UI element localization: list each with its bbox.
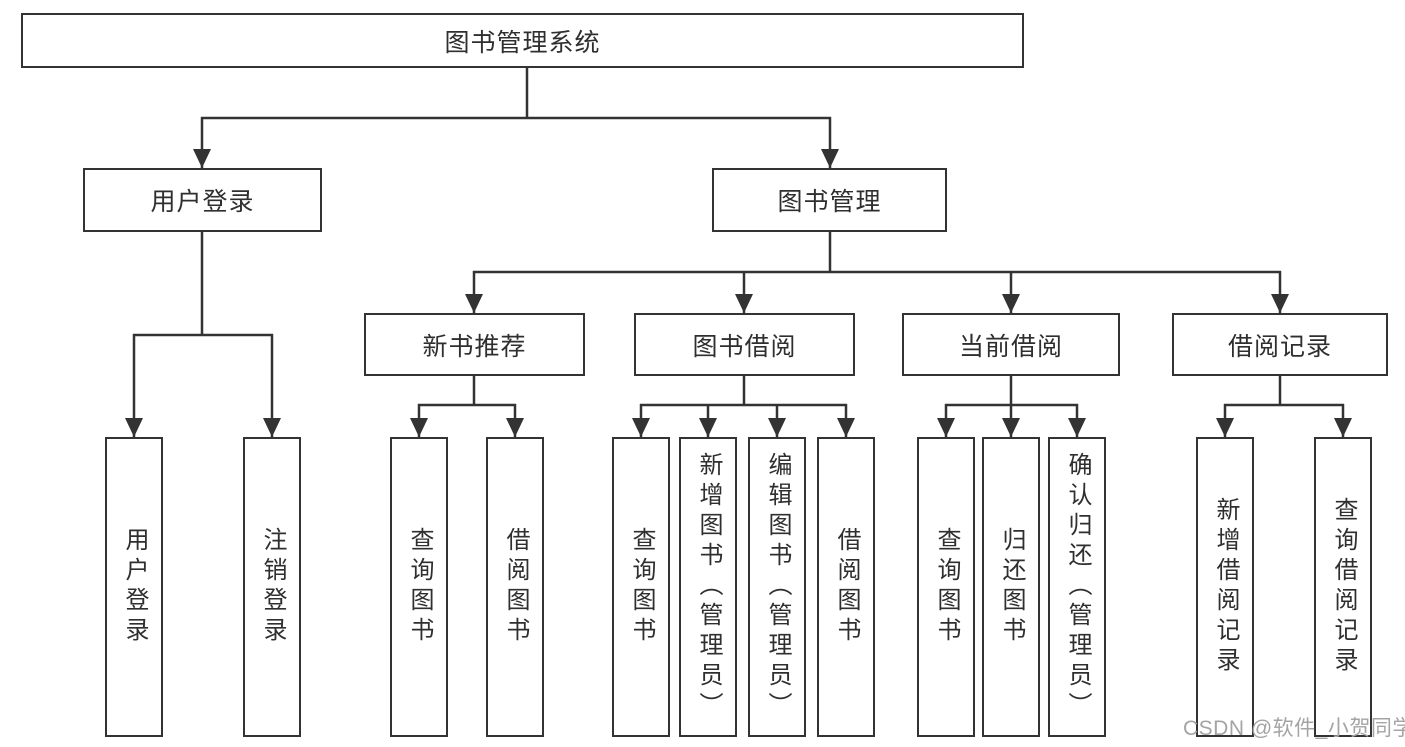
node-book-management: 图书管理 [712, 168, 947, 232]
node-current-borrowing: 当前借阅 [902, 313, 1120, 376]
leaf-logout: 注销登录 [243, 437, 301, 737]
leaf-query-books-recommend: 查询图书 [390, 437, 448, 737]
node-new-book-recommendation: 新书推荐 [364, 313, 585, 376]
node-library-management-system: 图书管理系统 [21, 13, 1024, 68]
leaf-add-books-admin: 新增图书（管理员） [679, 437, 737, 737]
node-book-borrowing: 图书借阅 [634, 313, 855, 376]
node-borrowing-records: 借阅记录 [1172, 313, 1388, 376]
leaf-query-books-borrow: 查询图书 [612, 437, 670, 737]
leaf-return-books: 归还图书 [982, 437, 1040, 737]
node-user-login: 用户登录 [83, 168, 322, 232]
csdn-watermark: CSDN @软件_小贺同学 [1183, 717, 1405, 740]
leaf-confirm-return-admin: 确认归还（管理员） [1048, 437, 1106, 737]
leaf-add-borrow-record: 新增借阅记录 [1196, 437, 1254, 737]
leaf-borrow-books-recommend: 借阅图书 [486, 437, 544, 737]
leaf-edit-books-admin: 编辑图书（管理员） [748, 437, 806, 737]
leaf-query-borrow-record: 查询借阅记录 [1314, 437, 1372, 737]
leaf-user-login: 用户登录 [105, 437, 163, 737]
leaf-borrow-books: 借阅图书 [817, 437, 875, 737]
leaf-query-books-current: 查询图书 [917, 437, 975, 737]
